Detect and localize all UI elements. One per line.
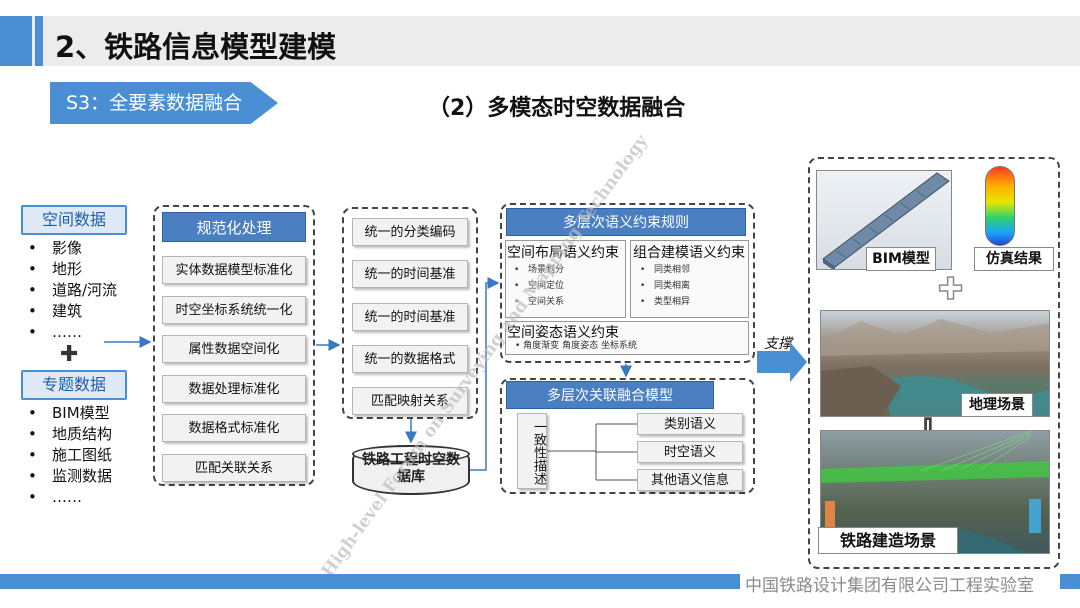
list-item: ……: [28, 322, 117, 343]
fusion-tree-lines: [547, 423, 637, 481]
bim-model-caption: BIM模型: [866, 247, 936, 271]
normalize-item: 时空坐标系统统一化: [162, 296, 306, 324]
normalize-title: 规范化处理: [162, 212, 306, 242]
footer-bar: [0, 574, 740, 589]
unify-panel: [342, 207, 478, 419]
thematic-data-list: BIM模型 地质结构 施工图纸 监测数据 ……: [28, 403, 112, 508]
list-item: 空间定位: [514, 278, 564, 294]
fusion-item: 其他语义信息: [637, 469, 743, 491]
list-item: 场景划分: [514, 262, 564, 278]
list-item: 地质结构: [28, 424, 112, 445]
combined-list: 同类相邻 同类相离 类型相异: [640, 262, 690, 310]
list-item: 影像: [28, 238, 117, 259]
fusion-title: 多层次关联融合模型: [506, 381, 714, 409]
posture-title: 空间姿态语义约束: [507, 325, 619, 341]
unify-item: 匹配映射关系: [352, 387, 468, 415]
consistency-box: 一致性描述: [517, 413, 547, 489]
unify-item: 统一的分类编码: [352, 218, 468, 246]
list-item: 建筑: [28, 301, 117, 322]
simulation-caption: 仿真结果: [974, 247, 1054, 271]
fusion-panel: [500, 378, 755, 494]
results-panel: [808, 157, 1060, 569]
geographic-scene-caption: 地理场景: [961, 393, 1033, 417]
support-label: 支撑: [764, 336, 792, 352]
list-item: 监测数据: [28, 466, 112, 487]
list-item: 角度渐变: [523, 341, 560, 351]
normalize-item: 属性数据空间化: [162, 335, 306, 363]
simulation-result-image: [985, 166, 1015, 246]
railway-scene-caption: 铁路建造场景: [818, 527, 958, 554]
list-item: ……: [28, 487, 112, 508]
normalize-item: 数据格式标准化: [162, 414, 306, 442]
normalize-item: 数据处理标准化: [162, 375, 306, 403]
normalize-item: 实体数据模型标准化: [162, 256, 306, 284]
list-item: 同类相邻: [640, 262, 690, 278]
footer-bar-right: [1060, 574, 1080, 589]
spatial-layout-list: 场景划分 空间定位 空间关系: [514, 262, 564, 310]
spatial-layout-title: 空间布局语义约束: [507, 245, 619, 261]
fusion-item: 类别语义: [637, 413, 743, 435]
rules-panel: [500, 203, 755, 363]
posture-list: • 角度渐变 角度姿态 坐标系统: [515, 341, 637, 351]
database-label: 铁路工程时空数据库: [362, 452, 460, 485]
list-item: BIM模型: [28, 403, 112, 424]
fusion-item: 时空语义: [637, 441, 743, 463]
database-cylinder-top: [352, 445, 470, 463]
arrow-to-rules: [470, 277, 500, 471]
combined-title: 组合建模语义约束: [633, 245, 745, 261]
list-item: 道路/河流: [28, 280, 117, 301]
footer-organization: 中国铁路设计集团有限公司工程实验室: [745, 576, 1034, 596]
header-accent-bar: [0, 16, 32, 66]
unify-item: 统一的时间基准: [352, 303, 468, 331]
header-accent-stripe: [35, 16, 43, 66]
list-item: 类型相异: [640, 294, 690, 310]
page-title: 2、铁路信息模型建模: [55, 30, 337, 64]
list-item: 空间关系: [514, 294, 564, 310]
support-arrow: [757, 342, 807, 382]
rules-title: 多层次语义约束规则: [506, 208, 746, 236]
unify-item: 统一的数据格式: [352, 345, 468, 373]
thematic-data-label: 专题数据: [21, 370, 127, 400]
normalize-panel: [153, 205, 315, 486]
section-title: （2）多模态时空数据融合: [428, 96, 686, 121]
plus-icon: ✚: [937, 271, 964, 308]
normalize-item: 匹配关联关系: [162, 454, 306, 482]
list-item: 同类相离: [640, 278, 690, 294]
list-item: 地形: [28, 259, 117, 280]
list-item: 角度姿态: [562, 341, 599, 351]
list-item: 坐标系统: [600, 341, 637, 351]
plus-icon: ✚: [60, 342, 79, 367]
posture-box: [505, 321, 749, 355]
header-band: [0, 16, 1080, 66]
spatial-data-list: 影像 地形 道路/河流 建筑 ……: [28, 238, 117, 343]
spatial-data-label: 空间数据: [21, 205, 127, 235]
watermark-text: High-level Forum on Surveying and Mappin…: [318, 130, 653, 580]
unify-item: 统一的时间基准: [352, 260, 468, 288]
list-item: 施工图纸: [28, 445, 112, 466]
step-tag: S3：全要素数据融合: [50, 82, 278, 124]
